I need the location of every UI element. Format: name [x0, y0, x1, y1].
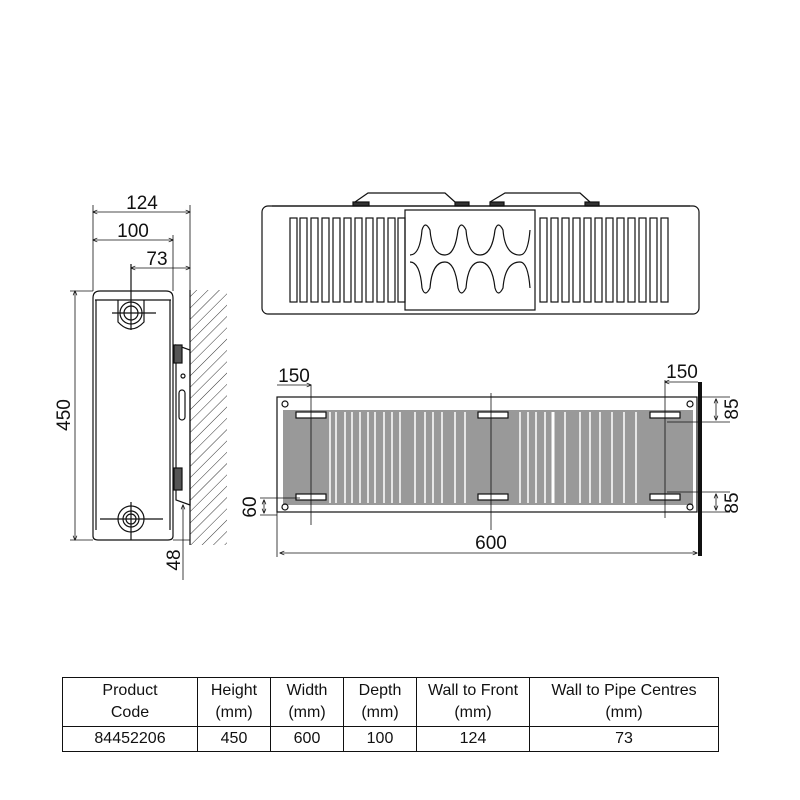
dim-wall-to-pipe: 73	[146, 249, 167, 270]
wall-hatch	[190, 290, 227, 545]
header-wall-to-front: Wall to Front(mm)	[416, 677, 530, 727]
header-depth: Depth(mm)	[343, 677, 417, 727]
header-wall-to-pipe-centres: Wall to Pipe Centres(mm)	[529, 677, 719, 727]
cell-height: 450	[197, 726, 271, 752]
dim-width: 600	[475, 533, 507, 554]
cell-depth: 100	[343, 726, 417, 752]
dim-wall-to-front: 124	[126, 193, 158, 214]
dim-right-bracket: 150	[666, 362, 698, 383]
dim-left-bracket: 150	[278, 366, 310, 387]
top-view-fins-left	[289, 217, 406, 303]
dim-bottom-offset-front: 60	[240, 496, 261, 517]
header-width: Width(mm)	[270, 677, 344, 727]
dim-depth: 100	[117, 221, 149, 242]
dim-bottom-bracket: 85	[722, 492, 743, 513]
cell-wall-to-pipe-centres: 73	[529, 726, 719, 752]
side-view	[70, 205, 227, 580]
dim-bottom-offset: 48	[164, 549, 185, 570]
cell-width: 600	[270, 726, 344, 752]
top-view	[261, 192, 700, 315]
top-view-convector	[409, 224, 531, 294]
top-view-fins-right	[539, 217, 669, 303]
cell-wall-to-front: 124	[416, 726, 530, 752]
front-view-fins	[329, 412, 637, 503]
dim-top-bracket: 85	[722, 398, 743, 419]
table-row: 84452206 450 600 100 124 73	[62, 726, 719, 752]
cell-product-code: 84452206	[62, 726, 198, 752]
header-height: Height(mm)	[197, 677, 271, 727]
dim-height: 450	[54, 399, 75, 431]
front-view	[260, 380, 730, 557]
